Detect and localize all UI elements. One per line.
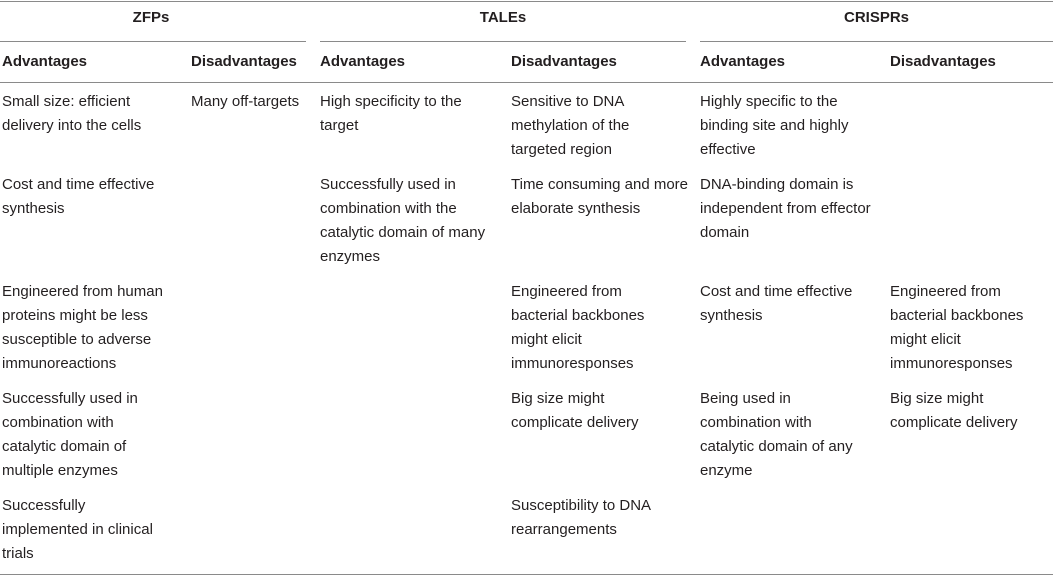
- table-bottom-rule: [0, 574, 1053, 575]
- group-rule-tales: [320, 41, 686, 42]
- col-header-tales-disadvantages: Disadvantages: [511, 53, 617, 70]
- group-rule-zfps: [0, 41, 306, 42]
- table-cell: Susceptibility to DNA rearrangements: [511, 497, 651, 538]
- group-header-zfps: ZFPs: [132, 9, 170, 26]
- table-cell: Engineered from bacterial backbones migh…: [511, 283, 645, 372]
- table-cell: Cost and time effective synthesis: [2, 176, 155, 217]
- table-cell: Successfully used in combination with th…: [320, 176, 486, 265]
- table-cell: Big size might complicate delivery: [890, 390, 1018, 431]
- table-cell: Successfully implemented in clinical tri…: [2, 497, 153, 562]
- table-cell: Highly specific to the binding site and …: [700, 93, 849, 158]
- group-header-tales: TALEs: [479, 9, 527, 26]
- table-top-rule: [0, 1, 1053, 2]
- col-header-tales-advantages: Advantages: [320, 53, 406, 70]
- table-cell: Being used in combination with catalytic…: [700, 390, 853, 479]
- table-cell: Small size: efficient delivery into the …: [2, 93, 142, 134]
- table-cell: Many off-targets: [191, 93, 300, 110]
- col-header-crisprs-disadvantages: Disadvantages: [890, 53, 996, 70]
- header-bottom-rule: [0, 82, 1053, 83]
- table-cell: Successfully used in combination with ca…: [2, 390, 138, 479]
- table-cell: Sensitive to DNA methylation of the targ…: [511, 93, 630, 158]
- table-cell: Big size might complicate delivery: [511, 390, 639, 431]
- col-header-crisprs-advantages: Advantages: [700, 53, 786, 70]
- table-cell: Engineered from human proteins might be …: [2, 283, 163, 372]
- col-header-zfps-advantages: Advantages: [2, 53, 88, 70]
- table-cell: High specificity to the target: [320, 93, 462, 134]
- col-header-zfps-disadvantages: Disadvantages: [191, 53, 297, 70]
- group-header-crisprs: CRISPRs: [843, 9, 910, 26]
- table-cell: Time consuming and more elaborate synthe…: [511, 176, 689, 217]
- table-cell: DNA-binding domain is independent from e…: [700, 176, 871, 241]
- group-rule-crisprs: [700, 41, 1053, 42]
- table-cell: Cost and time effective synthesis: [700, 283, 853, 324]
- table-cell: Engineered from bacterial backbones migh…: [890, 283, 1024, 372]
